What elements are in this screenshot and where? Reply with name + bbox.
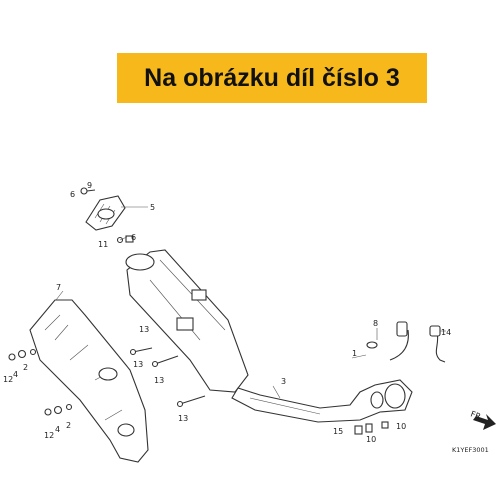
callout-13-d: 13 <box>178 414 188 423</box>
callout-14: 14 <box>441 328 451 337</box>
callout-7: 7 <box>56 283 61 292</box>
callout-9: 9 <box>87 181 92 190</box>
leader-lines <box>55 206 446 399</box>
muffler-end-cap <box>85 195 126 231</box>
diagram-code: K1YEF3001 <box>452 446 489 454</box>
callout-13-a: 13 <box>139 325 149 334</box>
callout-12-lower: 12 <box>44 431 54 440</box>
callout-5: 5 <box>150 203 155 212</box>
part-number-banner: Na obrázku díl číslo 3 <box>117 53 427 103</box>
callout-2-lower: 2 <box>66 421 71 430</box>
arrow-icon <box>473 414 496 430</box>
callout-15: 15 <box>333 427 343 436</box>
banner-text: Na obrázku díl číslo 3 <box>144 63 400 92</box>
callout-6-upper: 6 <box>70 190 75 199</box>
callout-4-upper: 4 <box>13 370 18 379</box>
callout-1: 1 <box>352 349 357 358</box>
oxygen-sensor <box>366 321 446 363</box>
callout-2-upper: 2 <box>23 363 28 372</box>
callout-10-b: 10 <box>396 422 406 431</box>
muffler-body <box>125 249 249 393</box>
callout-10-a: 10 <box>366 435 376 444</box>
callout-13-c: 13 <box>154 376 164 385</box>
callout-3: 3 <box>281 377 286 386</box>
callout-13-b: 13 <box>133 360 143 369</box>
callout-12-upper: 12 <box>3 375 13 384</box>
fastener-set-lower <box>44 403 73 416</box>
callout-11: 11 <box>98 240 108 249</box>
nuts-15-10 <box>354 421 389 435</box>
front-direction-arrow: FR. <box>469 409 496 430</box>
bolts-13 <box>129 347 206 408</box>
bolt-9 <box>80 187 96 195</box>
fastener-set-upper <box>8 348 37 361</box>
callout-4-lower: 4 <box>55 425 60 434</box>
heat-protector <box>29 299 149 463</box>
callout-labels: 9 6 5 11 6 7 12 4 2 12 4 2 13 13 13 13 3… <box>3 181 451 444</box>
exhaust-pipe <box>231 379 413 423</box>
callout-8: 8 <box>373 319 378 328</box>
callout-6-lower: 6 <box>131 233 136 242</box>
